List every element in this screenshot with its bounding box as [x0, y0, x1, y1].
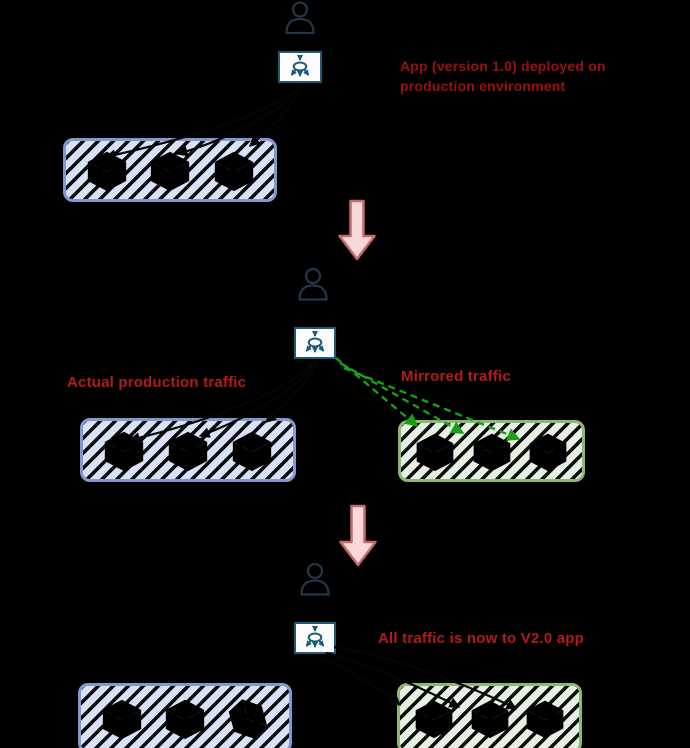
pod-cube-icon	[523, 696, 567, 740]
load-balancer-icon	[294, 327, 336, 359]
pod-cube-icon	[468, 696, 512, 740]
retired-pods-v1	[78, 683, 292, 748]
mirrored-traffic-caption: Mirrored traffic	[401, 368, 511, 385]
pod-cube-icon	[165, 427, 211, 473]
pod-cube-icon	[84, 147, 130, 193]
step-down-arrow	[338, 199, 376, 261]
production-pods-v1	[80, 418, 296, 482]
pod-cube-icon	[229, 427, 275, 473]
user-icon	[298, 267, 328, 301]
load-balancer-icon	[278, 51, 322, 83]
pod-cube-icon	[211, 147, 257, 193]
load-balancer-icon	[294, 622, 336, 654]
pod-cube-icon	[413, 429, 457, 473]
user-icon	[285, 1, 315, 34]
production-pods-v1	[63, 138, 277, 202]
actual-traffic-caption: Actual production traffic	[67, 374, 247, 391]
pod-cube-icon	[99, 695, 145, 741]
stage3-caption: All traffic is now to V2.0 app	[378, 630, 585, 647]
pod-cube-icon	[162, 695, 208, 741]
step-down-arrow	[339, 504, 377, 567]
pod-cube-icon	[412, 696, 456, 740]
pod-cube-icon	[526, 429, 570, 473]
pod-cube-icon	[101, 427, 147, 473]
pod-cube-icon	[147, 147, 193, 193]
pod-cube-icon	[470, 429, 514, 473]
user-icon	[300, 562, 330, 596]
production-pods-v2	[397, 683, 582, 748]
pod-cube-tilted-icon	[217, 687, 279, 748]
mirror-pods-v2	[398, 420, 585, 482]
stage1-caption: App (version 1.0) deployed on production…	[400, 58, 606, 94]
